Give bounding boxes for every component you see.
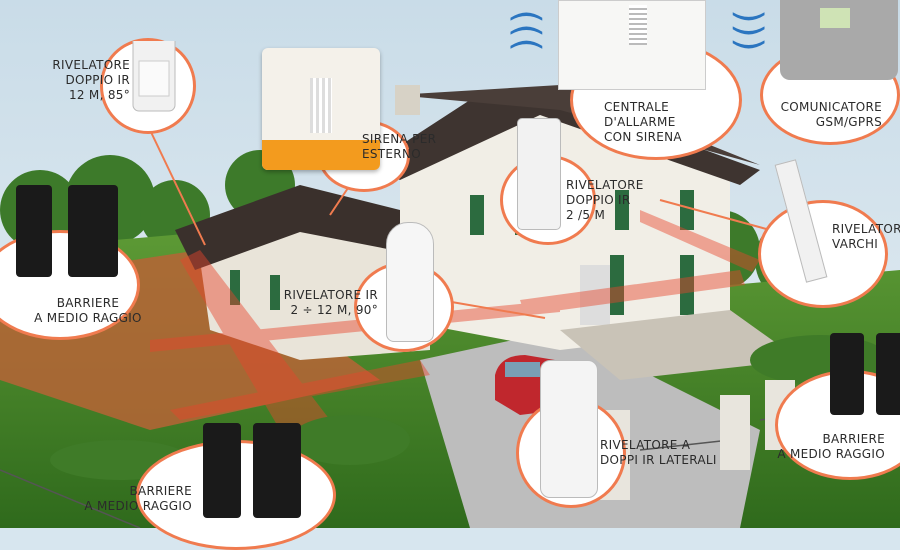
ir-detector-85-bubble <box>100 30 196 134</box>
label-ir-25: RIVELATORE DOPPIO IR 2 /5 M <box>566 178 644 222</box>
label-gate-detector: RIVELATOR VARCHI <box>832 222 900 251</box>
label-barrier-bottom: BARRIERE A MEDIO RAGGIO <box>84 484 192 513</box>
gate-detector-bubble <box>758 200 888 308</box>
ir-detector-90-icon <box>386 222 434 342</box>
label-siren: SIRENA PER ESTERNO <box>362 132 437 161</box>
label-control-panel: CENTRALE D'ALLARME CON SIRENA <box>604 100 682 144</box>
wifi-icon-left: ))) <box>505 9 547 52</box>
label-barrier-right: BARRIERE A MEDIO RAGGIO <box>777 432 885 461</box>
barrier-right-icon-2 <box>876 333 900 415</box>
outdoor-detector-icon <box>132 30 176 112</box>
label-ir-85: RIVELATORE DOPPIO IR 12 M, 85° <box>52 58 130 102</box>
gsm-communicator-icon <box>780 0 898 80</box>
barrier-right-icon <box>830 333 864 415</box>
label-lateral-ir: RIVELATORE A DOPPI IR LATERALI <box>600 438 717 467</box>
label-gsm: COMUNICATORE GSM/GPRS <box>780 100 882 129</box>
detection-beams <box>150 210 760 430</box>
lateral-ir-icon <box>540 360 598 498</box>
label-barrier-left: BARRIERE A MEDIO RAGGIO <box>34 296 142 325</box>
control-panel-icon <box>558 0 706 90</box>
label-ir-90: RIVELATORE IR 2 ÷ 12 M, 90° <box>283 288 378 317</box>
wifi-icon-right: ))) <box>728 9 770 52</box>
ir-detector-25-icon <box>517 118 561 230</box>
siren-icon <box>262 48 380 170</box>
barrier-bottom-icon-2 <box>253 423 301 518</box>
barrier-left-icon-2 <box>68 185 118 277</box>
barrier-bottom-icon <box>203 423 241 518</box>
barrier-left-icon <box>16 185 52 277</box>
